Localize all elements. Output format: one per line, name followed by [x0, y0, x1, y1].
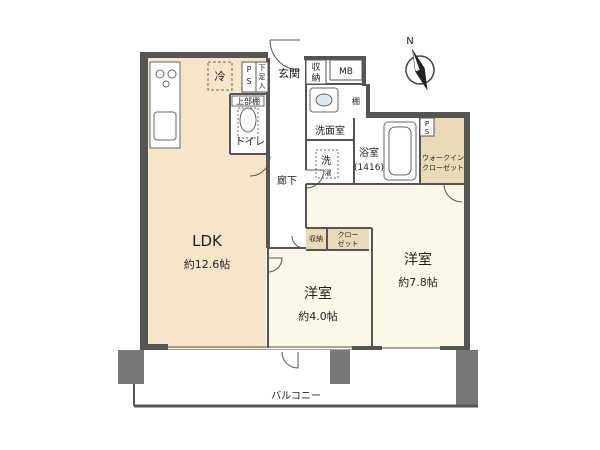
kitchen — [149, 61, 233, 149]
shoe-box-line1: 下 — [259, 64, 266, 72]
walls — [140, 52, 470, 351]
column-left — [118, 350, 144, 384]
entrance-name: 玄関 — [278, 66, 300, 80]
closet-line2: ゼット — [338, 239, 359, 248]
washer-line2: 濯 — [325, 168, 332, 177]
washroom-name: 洗面室 — [315, 124, 345, 137]
western-room-small-size: 約4.0帖 — [298, 309, 338, 323]
hallway-name: 廊下 — [277, 174, 297, 187]
bathroom-name: 浴室 — [359, 146, 379, 159]
closet-floor — [327, 228, 369, 250]
compass — [405, 49, 435, 91]
storage-small-label: 収納 — [309, 234, 323, 243]
toilet-fixtures — [231, 95, 265, 139]
mb-label: MB — [339, 67, 353, 77]
ps-right-line1: P — [425, 120, 429, 128]
hallway-floor — [268, 58, 306, 248]
toilet-name: トイレ — [235, 137, 265, 148]
storage-floor — [306, 228, 327, 250]
compass-north-label: N — [406, 36, 413, 47]
doors — [249, 39, 463, 369]
shelf-toilet-label: 上部棚 — [236, 96, 260, 106]
bathtub — [383, 121, 417, 181]
walk-in-closet-line1: ウォークイン — [422, 154, 464, 162]
refrigerator-label: 冷 — [215, 70, 226, 83]
closet-line1: クロー — [338, 231, 359, 239]
western-room-small-floor — [268, 248, 372, 348]
balcony-label: バルコニー — [271, 390, 321, 402]
ps-top-line1: P — [247, 65, 252, 74]
column-mid — [330, 350, 350, 384]
western-room-small-name: 洋室 — [304, 285, 332, 302]
western-room-large-name: 洋室 — [404, 251, 432, 268]
western-room-large-size: 約7.8帖 — [398, 275, 438, 289]
fixture-boxes — [241, 59, 435, 137]
shoe-box-line2: 足 — [259, 73, 266, 81]
washer-line1: 洗 — [321, 155, 331, 167]
partitions — [229, 60, 466, 348]
refrigerator-space — [207, 61, 233, 91]
walk-in-closet-line2: クローゼット — [422, 163, 464, 172]
shelf-wash-label: 棚 — [352, 96, 360, 106]
bathroom-size: (1416) — [354, 163, 384, 173]
ldk-size: 約12.6帖 — [184, 257, 231, 271]
ps-right-line2: S — [425, 128, 430, 136]
shoe-box-line3: 入 — [259, 82, 266, 90]
balcony — [118, 350, 478, 408]
storage-entrance-line2: 納 — [311, 72, 320, 84]
wash-fixtures — [309, 87, 339, 179]
ps-top-line2: S — [246, 77, 251, 86]
storage-entrance-line1: 収 — [311, 61, 320, 73]
ldk-name: LDK — [192, 232, 223, 250]
column-right — [456, 350, 478, 406]
